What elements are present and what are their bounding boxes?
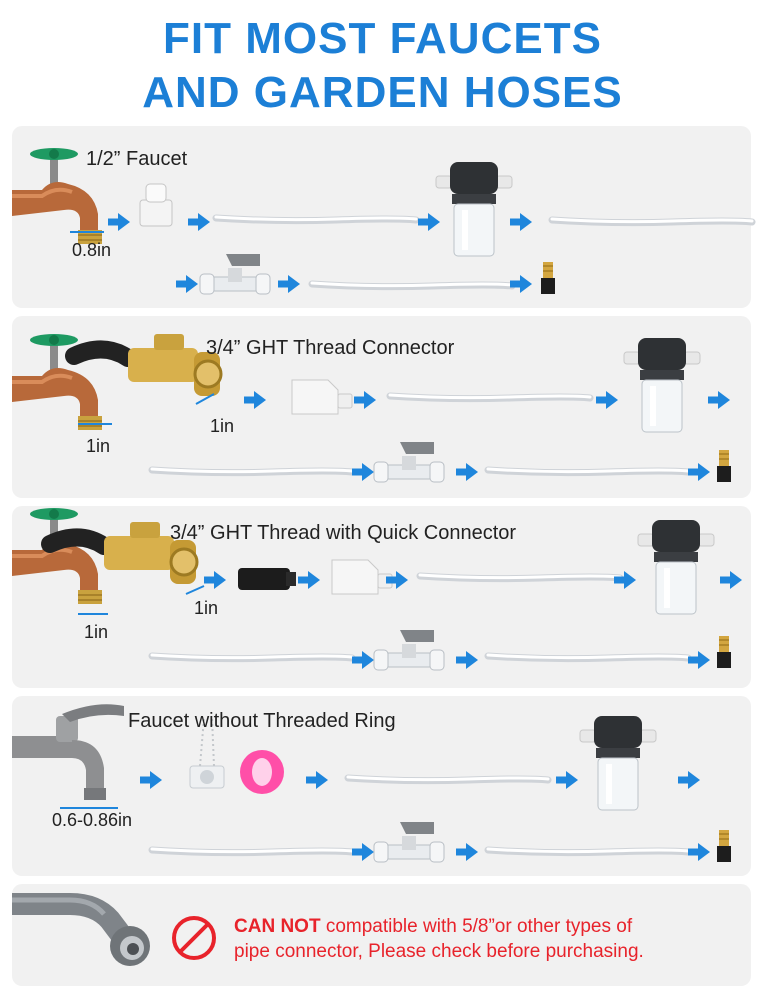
panel-4-label: Faucet without Threaded Ring [128, 710, 396, 732]
panel-2-label: 3/4” GHT Thread Connector [206, 337, 455, 359]
title-line-2: AND GARDEN HOSES [142, 68, 623, 117]
warning-line-2: pipe connector, Please check before purc… [234, 941, 644, 962]
faucet-icon [12, 704, 124, 800]
warning-text: CAN NOT compatible with 5/8”or other typ… [234, 914, 744, 964]
panel-3-size-faucet: 1in [84, 622, 109, 642]
warning-rest: compatible with 5/8”or other types of [320, 916, 633, 937]
warning-strong: CAN NOT [234, 916, 321, 937]
panel-1-label: 1/2” Faucet [86, 148, 188, 170]
panel-2-size-faucet: 1in [86, 436, 111, 456]
panel-4-size: 0.6-0.86in [52, 810, 133, 830]
panel-1-size: 0.8in [72, 240, 112, 260]
no-entry-icon [172, 916, 216, 960]
panel-3-size-connector: 1in [194, 598, 219, 618]
title-line-1: FIT MOST FAUCETS [163, 14, 602, 63]
panel-2-size-connector: 1in [210, 416, 235, 436]
hose-tube-icon [12, 893, 150, 966]
panel-3-label: 3/4” GHT Thread with Quick Connector [170, 522, 517, 544]
